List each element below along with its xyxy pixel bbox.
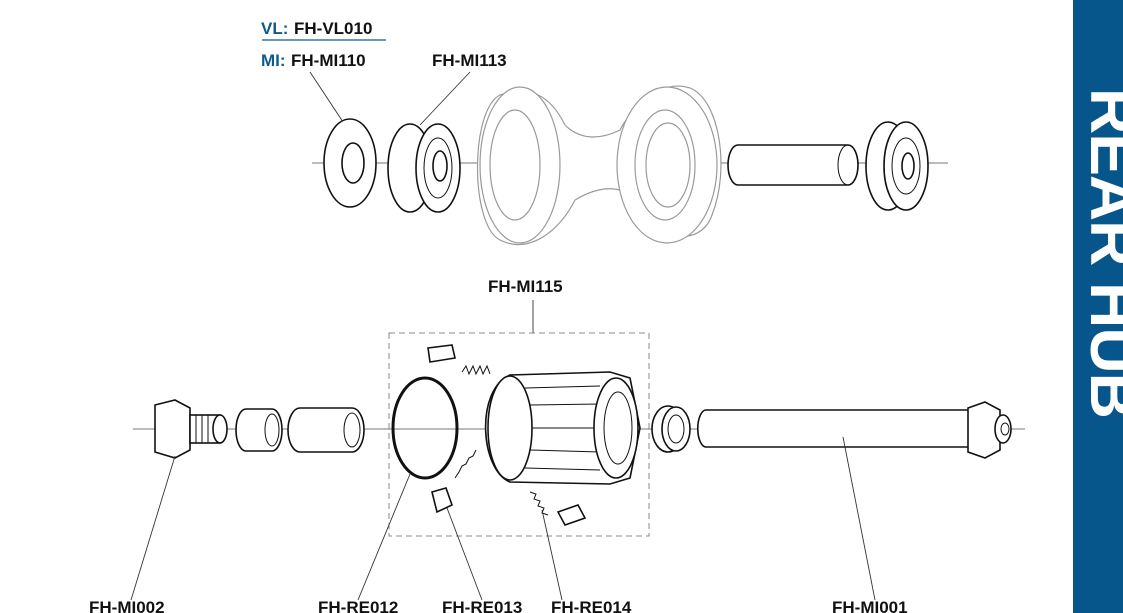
pawl-part	[431, 487, 453, 514]
exploded-hub-diagram: VL: FH-VL010 MI: FH-MI110 FH-MI113	[89, 19, 1025, 613]
leader-line	[357, 473, 411, 601]
hub-shell	[476, 85, 722, 246]
freehub-body-part	[484, 371, 641, 485]
bearing-part	[387, 123, 461, 213]
end-cap-label: FH-MI002	[89, 598, 165, 613]
freehub-group-box	[388, 332, 650, 537]
o-ring-label: FH-RE012	[318, 598, 398, 613]
washer-part	[323, 118, 377, 208]
o-ring-part	[391, 376, 459, 480]
leader-line	[842, 436, 876, 601]
leader-line	[446, 507, 483, 601]
mi-part-label: FH-MI110	[291, 51, 366, 70]
axle-part	[697, 401, 1012, 459]
pawl-part	[427, 344, 456, 363]
small-spacer-part	[235, 408, 283, 452]
vl-label: VL:	[261, 19, 288, 38]
vl-part-label: FH-VL010	[294, 19, 372, 38]
axle-label: FH-MI001	[832, 598, 908, 613]
right-spacer-part	[651, 405, 691, 453]
spring-part	[454, 449, 477, 479]
spring-part	[529, 491, 549, 516]
mi-label: MI:	[261, 51, 286, 70]
spacer-tube	[727, 144, 859, 186]
right-bearing-part	[865, 121, 929, 211]
pawl-part	[556, 504, 587, 526]
leader-line	[419, 71, 471, 126]
section-title: REAR HUB	[1077, 88, 1123, 418]
bearing-label: FH-MI113	[432, 51, 507, 70]
leader-line	[130, 455, 176, 601]
pawl-label: FH-RE013	[442, 598, 522, 613]
spring-part	[461, 364, 491, 376]
leader-line	[309, 71, 346, 126]
freehub-label: FH-MI115	[488, 277, 563, 296]
long-spacer-part	[287, 407, 365, 453]
spring-label: FH-RE014	[551, 598, 632, 613]
end-cap-part	[154, 399, 228, 459]
section-sidebar: REAR HUB	[1073, 0, 1123, 613]
leader-line	[541, 509, 563, 601]
